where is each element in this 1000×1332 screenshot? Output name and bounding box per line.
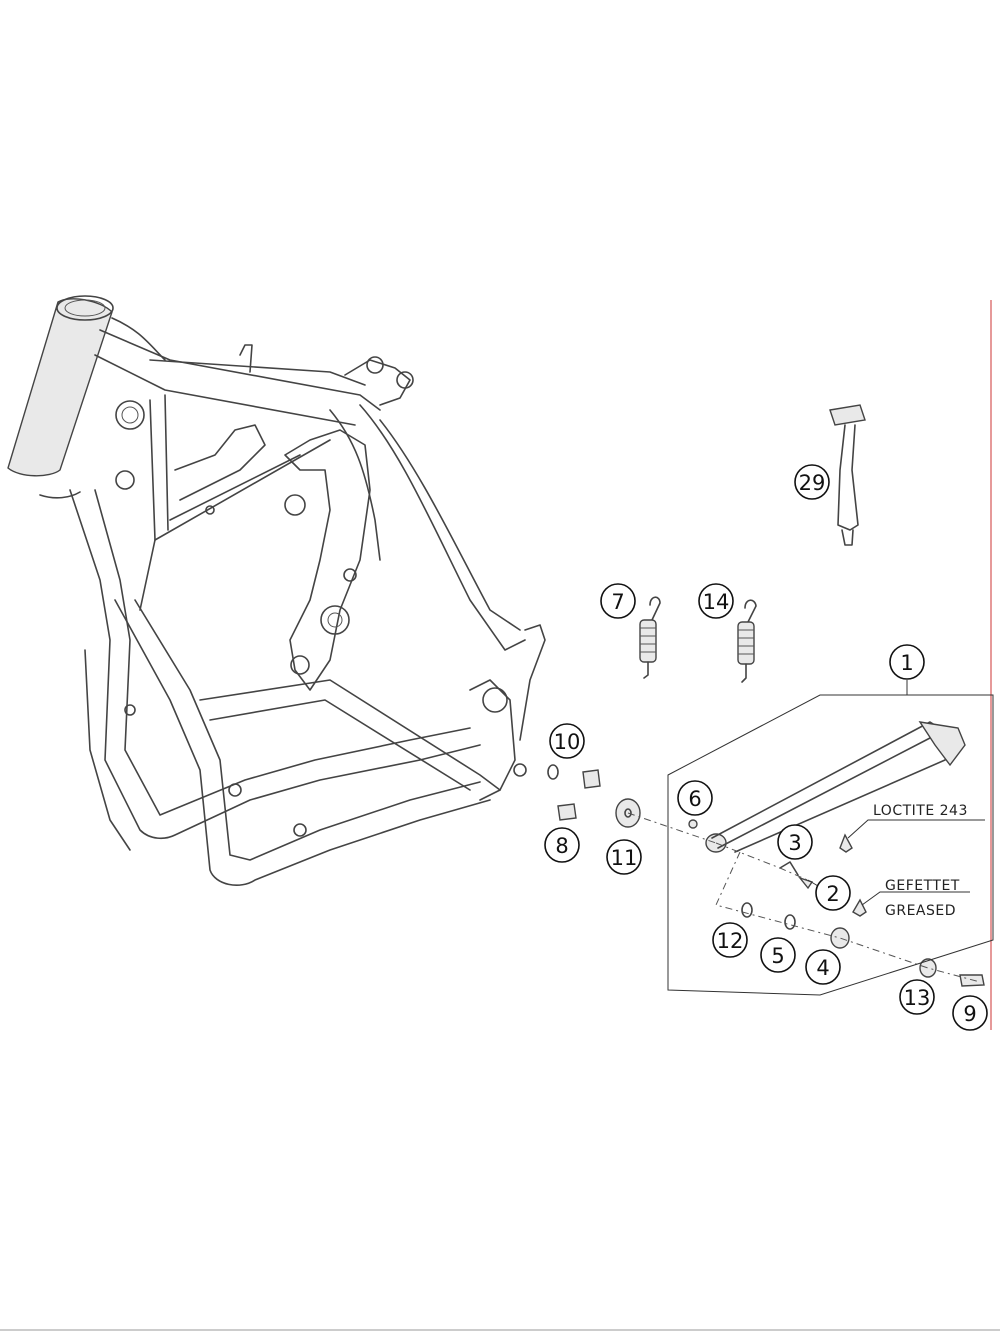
centreline-1 [627, 812, 717, 844]
svg-text:10: 10 [554, 730, 581, 754]
svg-text:8: 8 [555, 834, 568, 858]
svg-text:9: 9 [963, 1002, 976, 1026]
callout-11: 11 [606, 839, 642, 875]
callout-1: 1 [889, 644, 925, 680]
part-29-drawing [829, 404, 866, 546]
callout-10: 10 [549, 723, 585, 759]
spring-14-drawing [737, 599, 757, 683]
callout-29: 29 [794, 464, 830, 500]
callout-2: 2 [815, 875, 851, 911]
centreline-2 [715, 851, 981, 983]
svg-text:12: 12 [717, 929, 744, 953]
callout-3: 3 [777, 824, 813, 860]
assembly-box [667, 694, 994, 996]
svg-text:7: 7 [611, 590, 624, 614]
svg-text:5: 5 [771, 944, 784, 968]
callout-6: 6 [677, 780, 713, 816]
callout-5: 5 [760, 937, 796, 973]
callout-4: 4 [805, 949, 841, 985]
callout-14: 14 [698, 583, 734, 619]
svg-text:13: 13 [904, 986, 931, 1010]
spring-7-drawing [639, 596, 661, 679]
callout-9: 9 [952, 995, 988, 1031]
svg-text:11: 11 [611, 846, 638, 870]
svg-text:14: 14 [703, 590, 730, 614]
callout-12: 12 [712, 922, 748, 958]
svg-text:2: 2 [826, 882, 839, 906]
frame-drawing [7, 295, 546, 886]
note-greased: GREASED [885, 903, 956, 919]
svg-text:29: 29 [799, 471, 826, 495]
svg-text:4: 4 [816, 956, 829, 980]
svg-text:3: 3 [788, 831, 801, 855]
svg-text:1: 1 [900, 651, 913, 675]
leader-loctite [847, 819, 985, 839]
svg-text:6: 6 [688, 787, 701, 811]
note-gefettet: GEFETTET [885, 878, 960, 894]
callout-8: 8 [544, 827, 580, 863]
leader-greased [861, 891, 970, 906]
side-stand-drawing [711, 721, 966, 853]
centreline-3 [715, 842, 813, 883]
leader-2 [807, 879, 819, 887]
callout-7: 7 [600, 583, 636, 619]
callout-13: 13 [899, 979, 935, 1015]
note-loctite: LOCTITE 243 [873, 803, 968, 819]
